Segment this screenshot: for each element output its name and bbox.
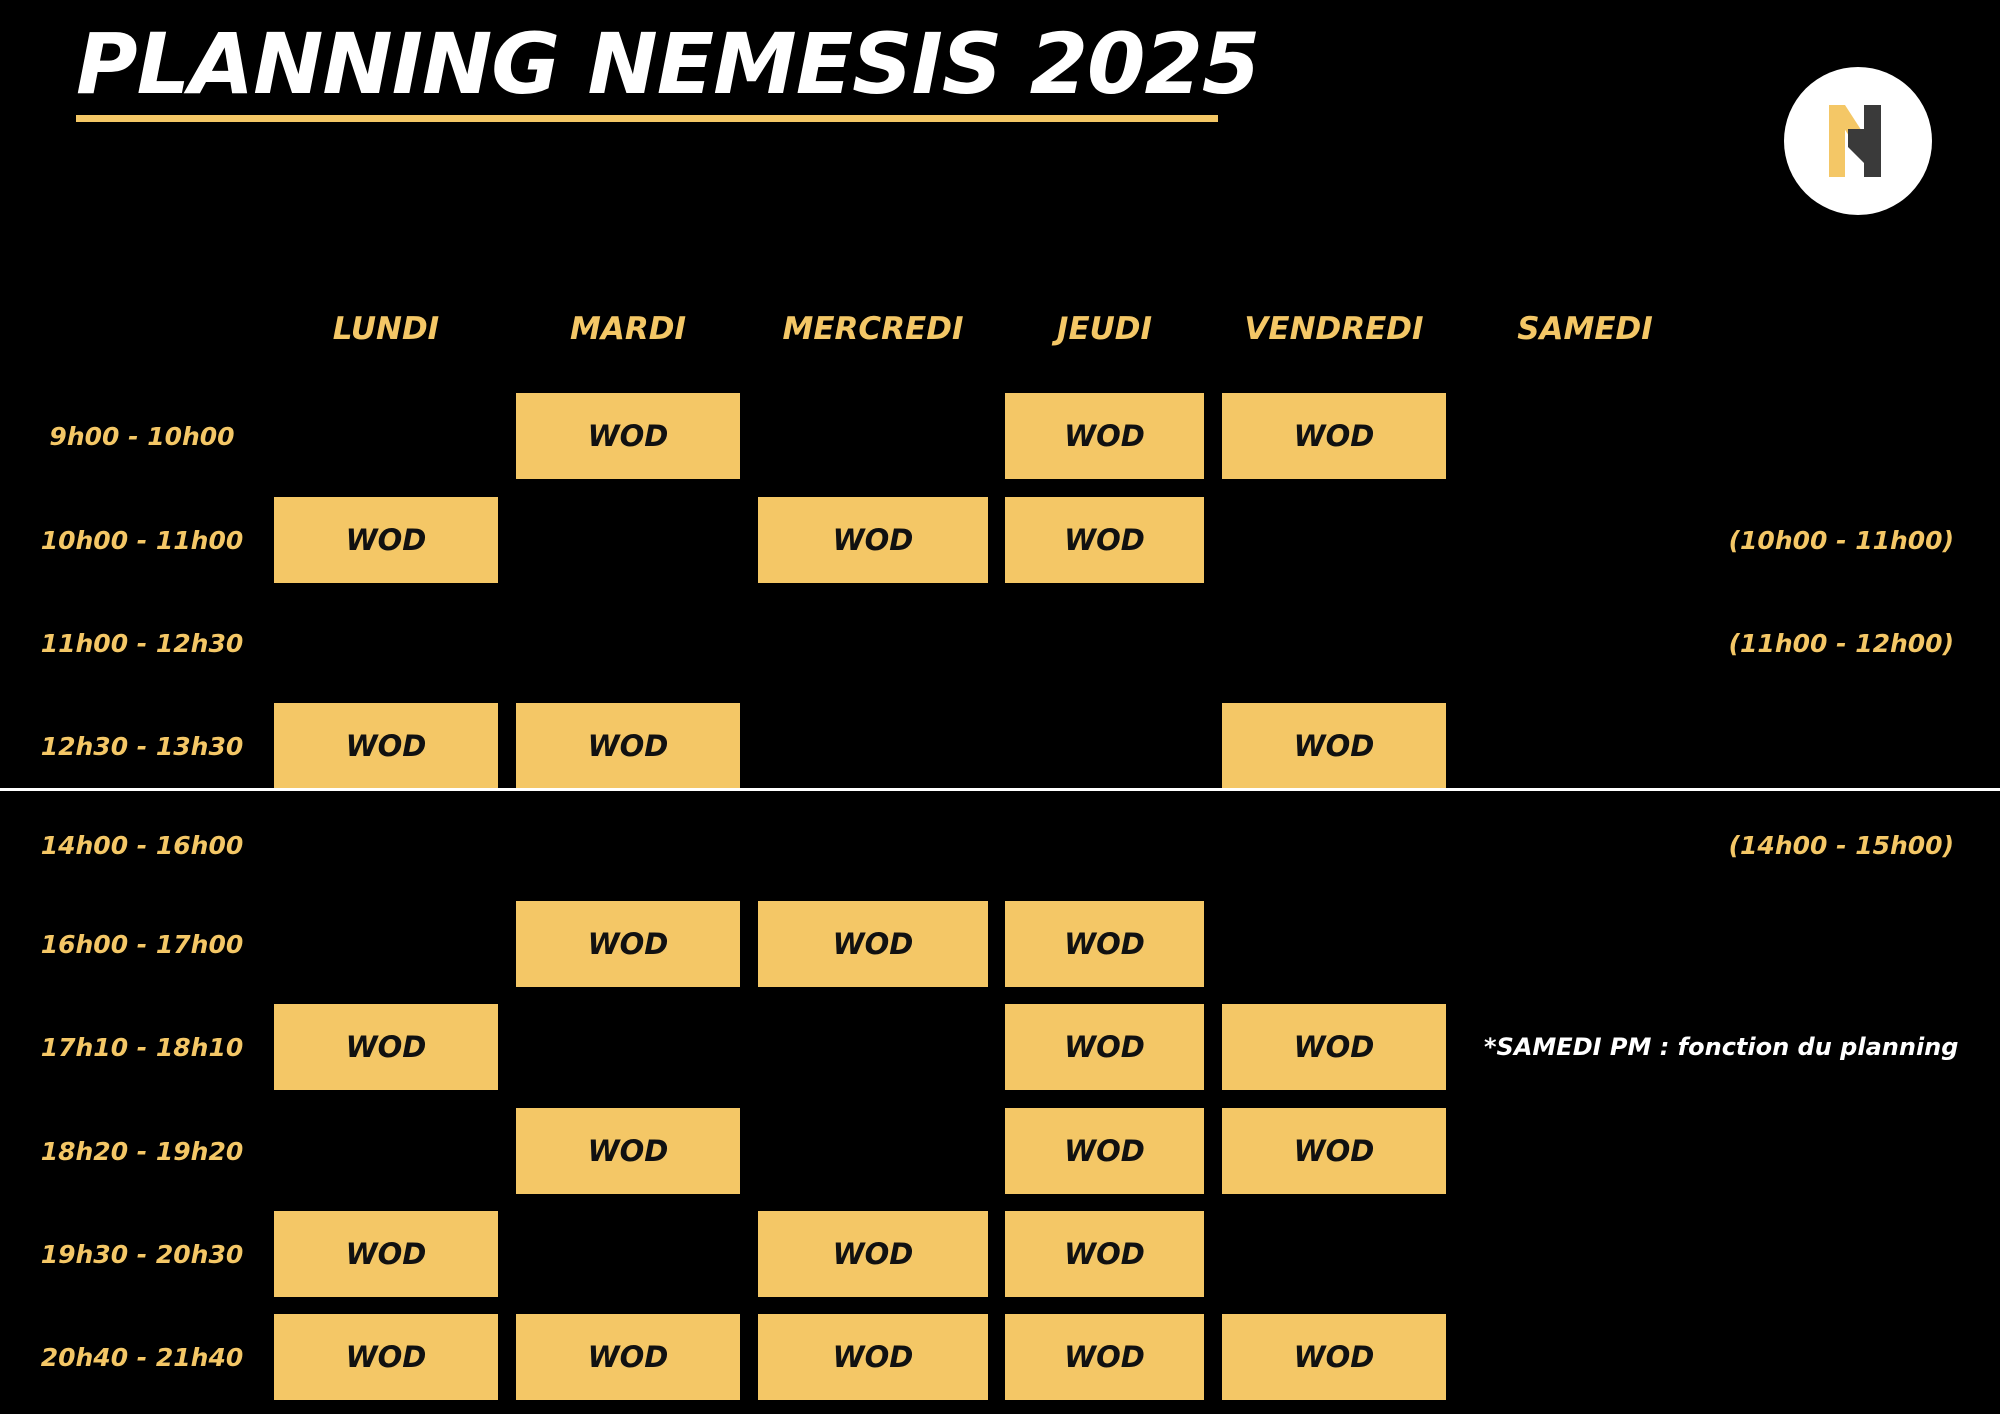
wod-class-block: WOD (516, 703, 740, 789)
wod-class-block: WOD (1005, 1314, 1204, 1400)
wod-class-block: WOD (274, 1211, 498, 1297)
wod-class-block: WOD (1005, 393, 1204, 479)
nemesis-n-logo-icon (1829, 105, 1881, 177)
saturday-footnote: *SAMEDI PM : fonction du planning (1484, 1033, 1959, 1061)
wod-class-block: WOD (1005, 1211, 1204, 1297)
wod-class-block: WOD (1222, 703, 1446, 789)
time-slot-label: 18h20 - 19h20 (40, 1136, 244, 1166)
wod-class-block: WOD (516, 1108, 740, 1194)
time-slot-label: 19h30 - 20h30 (40, 1239, 244, 1269)
logo (1784, 67, 1932, 215)
wod-class-block: WOD (1222, 1004, 1446, 1090)
page-title: PLANNING NEMESIS 2025 (76, 15, 1260, 113)
saturday-time-note: (10h00 - 11h00) (1728, 525, 1954, 555)
wod-class-block: WOD (1222, 1108, 1446, 1194)
title-underline (76, 115, 1218, 122)
wod-class-block: WOD (516, 393, 740, 479)
time-slot-label: 10h00 - 11h00 (40, 525, 244, 555)
midday-divider (0, 788, 2000, 791)
wod-class-block: WOD (1005, 497, 1204, 583)
wod-class-block: WOD (758, 901, 988, 987)
time-slot-label: 12h30 - 13h30 (40, 731, 244, 761)
wod-class-block: WOD (274, 1004, 498, 1090)
wod-class-block: WOD (516, 901, 740, 987)
wod-class-block: WOD (1005, 901, 1204, 987)
time-slot-label: 20h40 - 21h40 (40, 1342, 244, 1372)
wod-class-block: WOD (758, 1211, 988, 1297)
wod-class-block: WOD (1005, 1004, 1204, 1090)
wod-class-block: WOD (1005, 1108, 1204, 1194)
day-header: LUNDI (332, 311, 440, 347)
wod-class-block: WOD (758, 497, 988, 583)
day-header: JEUDI (1056, 311, 1153, 347)
time-slot-label: 16h00 - 17h00 (40, 929, 244, 959)
wod-class-block: WOD (1222, 1314, 1446, 1400)
time-slot-label: 17h10 - 18h10 (40, 1032, 244, 1062)
wod-class-block: WOD (1222, 393, 1446, 479)
wod-class-block: WOD (274, 703, 498, 789)
time-slot-label: 14h00 - 16h00 (40, 830, 244, 860)
saturday-time-note: (11h00 - 12h00) (1728, 628, 1954, 658)
time-slot-label: 11h00 - 12h30 (40, 628, 244, 658)
wod-class-block: WOD (274, 1314, 498, 1400)
day-header: VENDREDI (1244, 311, 1424, 347)
day-header: SAMEDI (1517, 311, 1653, 347)
time-slot-label: 9h00 - 10h00 (49, 421, 235, 451)
wod-class-block: WOD (758, 1314, 988, 1400)
day-header: MERCREDI (782, 311, 964, 347)
saturday-time-note: (14h00 - 15h00) (1728, 830, 1954, 860)
day-header: MARDI (570, 311, 686, 347)
wod-class-block: WOD (516, 1314, 740, 1400)
wod-class-block: WOD (274, 497, 498, 583)
